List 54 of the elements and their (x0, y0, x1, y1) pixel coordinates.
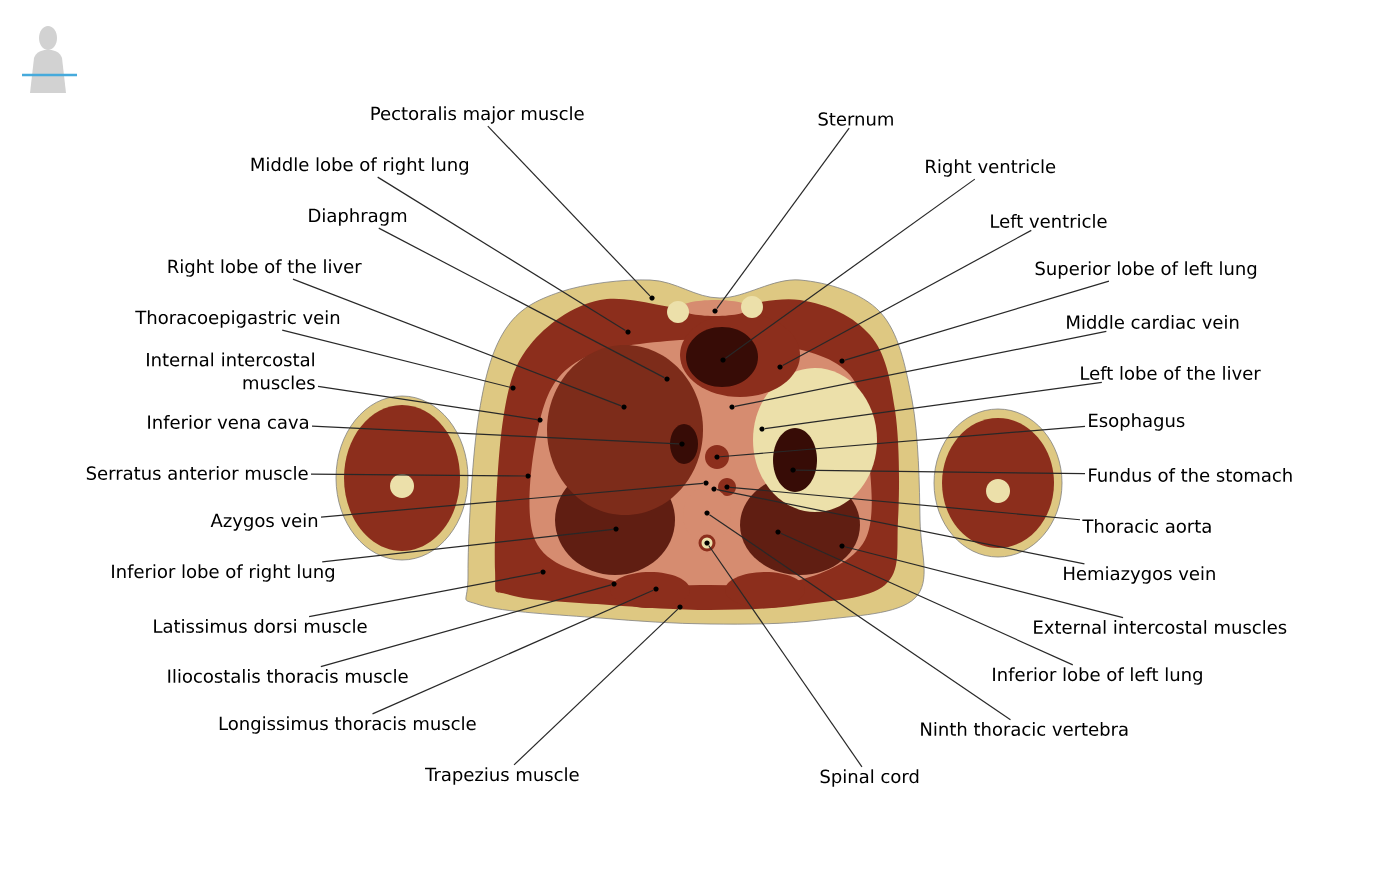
leader-line (719, 425, 1086, 458)
leader-line (782, 229, 1032, 367)
anatomy-label: Left ventricle (991, 214, 1107, 228)
leader-line (844, 280, 1110, 361)
anatomy-label: Spinal cord (820, 769, 919, 787)
leader-line (378, 227, 665, 379)
leader-line (310, 473, 526, 477)
anatomy-label: Hemiazygos vein (1064, 566, 1215, 584)
leader-line (320, 584, 612, 668)
leader-line (716, 489, 1086, 565)
leader-line (377, 176, 627, 332)
leader-line (292, 278, 622, 407)
anatomy-label: Internal intercostal muscles (147, 352, 315, 390)
leader-line (487, 125, 651, 297)
anatomy-label: Right lobe of the liver (168, 259, 362, 277)
anatomy-label: Thoracoepigastric vein (135, 310, 340, 328)
leader-line (724, 178, 976, 359)
leader-line (734, 330, 1107, 407)
anatomy-label: Fundus of the stomach (1089, 468, 1292, 482)
anatomy-label: Latissimus dorsi muscle (154, 619, 367, 633)
leader-line (764, 381, 1103, 430)
leader-line (317, 385, 538, 421)
leader-line (780, 532, 1074, 666)
anatomy-label: Trapezius muscle (425, 767, 579, 785)
anatomy-label: Inferior lobe of right lung (112, 564, 334, 582)
anatomy-label: External intercostal muscles (1034, 620, 1287, 634)
anatomy-label: Thoracic aorta (1082, 519, 1211, 533)
anatomy-label: Inferior vena cava (148, 415, 308, 429)
anatomy-label: Middle cardiac vein (1067, 315, 1239, 329)
anatomy-label: Esophagus (1089, 413, 1185, 431)
anatomy-label: Ninth thoracic vertebra (921, 722, 1128, 736)
leader-line (308, 571, 541, 618)
anatomy-label: Azygos vein (210, 513, 318, 531)
leader-line (708, 514, 1012, 721)
leader-line (281, 329, 511, 388)
anatomy-label: Superior lobe of left lung (1035, 261, 1257, 279)
leader-line (321, 528, 614, 563)
anatomy-label: Pectoralis major muscle (371, 106, 584, 124)
leader-line (371, 589, 654, 715)
leader-line (729, 486, 1081, 521)
anatomy-label: Iliocostalis thoracis muscle (168, 669, 408, 683)
anatomy-label: Serratus anterior muscle (86, 466, 308, 480)
leader-line (844, 546, 1124, 619)
anatomy-label: Middle lobe of right lung (251, 157, 468, 175)
anatomy-label: Sternum (818, 112, 893, 126)
anatomy-label: Inferior lobe of left lung (993, 667, 1202, 685)
leader-line (320, 482, 704, 518)
anatomy-label: Right ventricle (926, 159, 1056, 177)
anatomy-label: Longissimus thoracis muscle (219, 716, 476, 734)
anatomy-label: Left lobe of the liver (1081, 366, 1261, 380)
leader-line (513, 608, 679, 766)
anatomy-label: Diaphragm (309, 208, 407, 226)
leader-line (795, 469, 1086, 475)
leader-line (708, 544, 863, 768)
